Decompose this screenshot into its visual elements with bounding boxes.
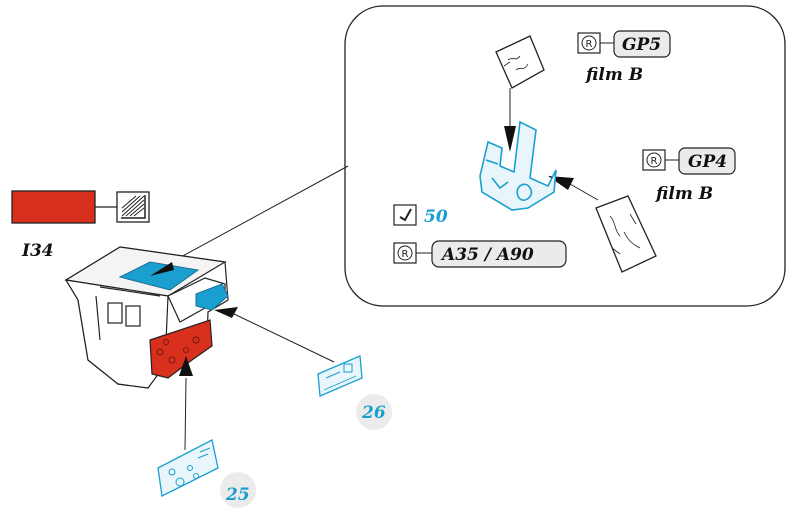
film-piece-top [495, 35, 545, 89]
checkmark-step-icon [393, 204, 417, 226]
film-label-right: film B [655, 184, 713, 204]
arrow-to-side-insert [214, 307, 238, 318]
leader-part-26 [231, 312, 335, 363]
code-gp5-label: GP5 [622, 35, 661, 55]
arrow-top-film [504, 126, 516, 152]
code-a35-a90-label: A35 / A90 [440, 245, 534, 265]
code-gp4-label: GP4 [688, 152, 727, 172]
arrow-to-top-insert [150, 262, 174, 276]
blue-bracket [479, 120, 557, 211]
badge-gp4 [678, 147, 736, 175]
part-25-label: 25 [225, 485, 250, 505]
material-code-label: I34 [21, 241, 54, 261]
red-foam-face [149, 319, 213, 379]
blue-top-insert [118, 261, 200, 291]
leader-right-film [569, 183, 599, 201]
badge-gp5 [613, 30, 671, 58]
hatched-surface-icon [116, 191, 150, 223]
registered-R-icon: R [393, 242, 417, 264]
step-number-label: 50 [424, 207, 448, 227]
arrow-to-red-face [179, 356, 193, 376]
material-swatch-red [11, 190, 96, 224]
svg-text:R: R [651, 156, 658, 167]
part-26-label: 26 [361, 403, 386, 423]
part-26-piece [317, 355, 363, 397]
registered-R-icon: R [642, 149, 666, 171]
svg-text:R: R [586, 39, 593, 50]
badge-a35-a90 [431, 240, 567, 268]
part-25-piece [157, 439, 219, 497]
zoom-detail-box [344, 5, 786, 307]
svg-text:R: R [402, 249, 409, 260]
film-piece-right [595, 195, 657, 273]
registered-R-icon: R [577, 32, 601, 54]
film-label-top: film B [585, 65, 643, 85]
badge-bg-25 [220, 472, 256, 508]
leader-part-25 [184, 377, 187, 451]
blue-side-insert [195, 283, 229, 311]
badge-bg-26 [356, 394, 392, 430]
